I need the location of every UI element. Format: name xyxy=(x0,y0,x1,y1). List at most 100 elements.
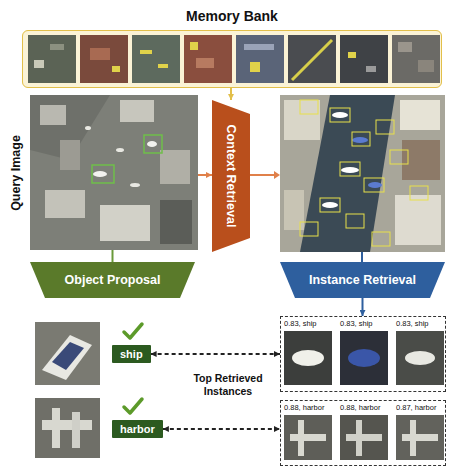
trapezoid xyxy=(212,100,250,252)
context-image xyxy=(330,108,350,122)
checkmarks xyxy=(124,324,142,338)
query-image xyxy=(160,200,192,244)
class-label: ship xyxy=(112,345,151,363)
context-image xyxy=(368,182,382,188)
checkmarks xyxy=(124,324,142,413)
memory-bank-panel xyxy=(288,35,336,83)
instance-thumbnails xyxy=(410,420,416,456)
proposal-crops xyxy=(42,420,92,430)
instance-thumbnails xyxy=(290,434,326,441)
query-image xyxy=(147,141,157,147)
memory-bank-panel xyxy=(90,48,110,60)
layout-arrows xyxy=(250,174,274,176)
memory-bank-panel xyxy=(140,50,152,54)
context-image xyxy=(340,162,360,176)
instance-thumbnails xyxy=(340,331,388,385)
proposal-crops xyxy=(35,398,100,458)
layout-arrows xyxy=(250,171,362,262)
query-image xyxy=(60,140,80,170)
context-image xyxy=(284,190,304,230)
query-image-frame: Query Image xyxy=(30,95,198,250)
proposal-crops xyxy=(42,335,92,380)
context-image xyxy=(395,195,441,245)
proposal-crops xyxy=(52,342,84,370)
layout-arrows xyxy=(361,252,363,262)
query-image xyxy=(30,95,198,250)
score-label: 0.88, harbor xyxy=(284,403,324,413)
memory-bank-panel xyxy=(132,35,180,83)
instance-thumbnails xyxy=(284,331,332,385)
query-image xyxy=(85,126,91,130)
query-image xyxy=(45,190,85,218)
memory-bank-panel xyxy=(22,30,442,88)
memory-bank-panel: Memory Bank xyxy=(22,30,442,88)
trapezoid xyxy=(280,262,445,298)
instance-thumbnails xyxy=(402,434,438,441)
memory-bank-panel xyxy=(292,40,332,80)
memory-bank-panel xyxy=(418,60,434,72)
context-image xyxy=(284,100,320,140)
context-image xyxy=(341,167,359,173)
context-image xyxy=(364,178,384,192)
instance-thumbnails xyxy=(356,420,362,456)
memory-bank-panel xyxy=(398,42,412,52)
score-label: 0.88, harbor xyxy=(340,403,380,413)
connector xyxy=(151,353,280,355)
memory-bank-panel xyxy=(28,35,76,83)
query-image xyxy=(40,105,66,125)
memory-bank-panel xyxy=(392,35,440,83)
memory-bank-panel xyxy=(340,35,388,83)
class-tag: ship xyxy=(112,345,151,363)
context-image xyxy=(280,95,445,252)
instance-thumbnails xyxy=(396,331,444,385)
memory-bank-panel xyxy=(236,35,284,83)
context-image xyxy=(352,132,370,146)
query-image xyxy=(93,171,107,177)
proposal-crops xyxy=(72,412,80,448)
memory-bank-panel xyxy=(366,66,376,72)
query-image xyxy=(30,95,198,250)
connector xyxy=(362,298,364,316)
memory-bank-panel xyxy=(348,52,356,58)
block-label: Context Retrieval xyxy=(224,125,238,228)
proposal-crops xyxy=(52,408,60,448)
score-label: 0.83, ship xyxy=(396,319,429,329)
context-image xyxy=(390,150,408,164)
memory-bank-panel xyxy=(22,30,442,88)
memory-bank-panel xyxy=(196,58,214,68)
query-image xyxy=(116,148,124,152)
instance-thumbnails xyxy=(298,420,304,456)
instance-thumbnails xyxy=(284,415,332,460)
context-image xyxy=(410,186,428,200)
context-image xyxy=(320,198,340,212)
connector xyxy=(198,174,212,176)
connector xyxy=(230,88,232,100)
context-image xyxy=(332,112,348,118)
memory-bank-panel xyxy=(250,62,260,72)
retrieved-instances-box: 0.83, ship0.83, ship0.83, ship xyxy=(280,316,446,392)
memory-bank-panel xyxy=(50,44,64,50)
query-image xyxy=(92,165,114,183)
connector xyxy=(163,428,280,430)
context-image xyxy=(300,222,318,236)
class-label: harbor xyxy=(112,420,163,438)
side-label: Query Image xyxy=(9,135,23,211)
checkmarks xyxy=(124,399,142,413)
memory-bank-panel xyxy=(80,35,128,83)
proposal-crops xyxy=(35,322,100,385)
memory-bank-panel xyxy=(184,35,232,83)
context-image xyxy=(346,214,364,228)
score-label: 0.83, ship xyxy=(340,319,373,329)
block-label: Instance Retrieval xyxy=(309,273,416,287)
layout-arrows xyxy=(274,171,280,179)
block-label: Object Proposal xyxy=(65,273,161,287)
memory-bank-panel xyxy=(158,64,168,68)
class-tag: harbor xyxy=(112,420,163,438)
score-label: 0.87, harbor xyxy=(396,403,436,413)
query-image xyxy=(160,150,190,184)
memory-bank-panel xyxy=(34,60,44,68)
trapezoid xyxy=(30,262,195,298)
instance-thumbnails xyxy=(348,349,380,367)
instance-thumbnails xyxy=(396,415,444,460)
query-image xyxy=(120,100,154,122)
